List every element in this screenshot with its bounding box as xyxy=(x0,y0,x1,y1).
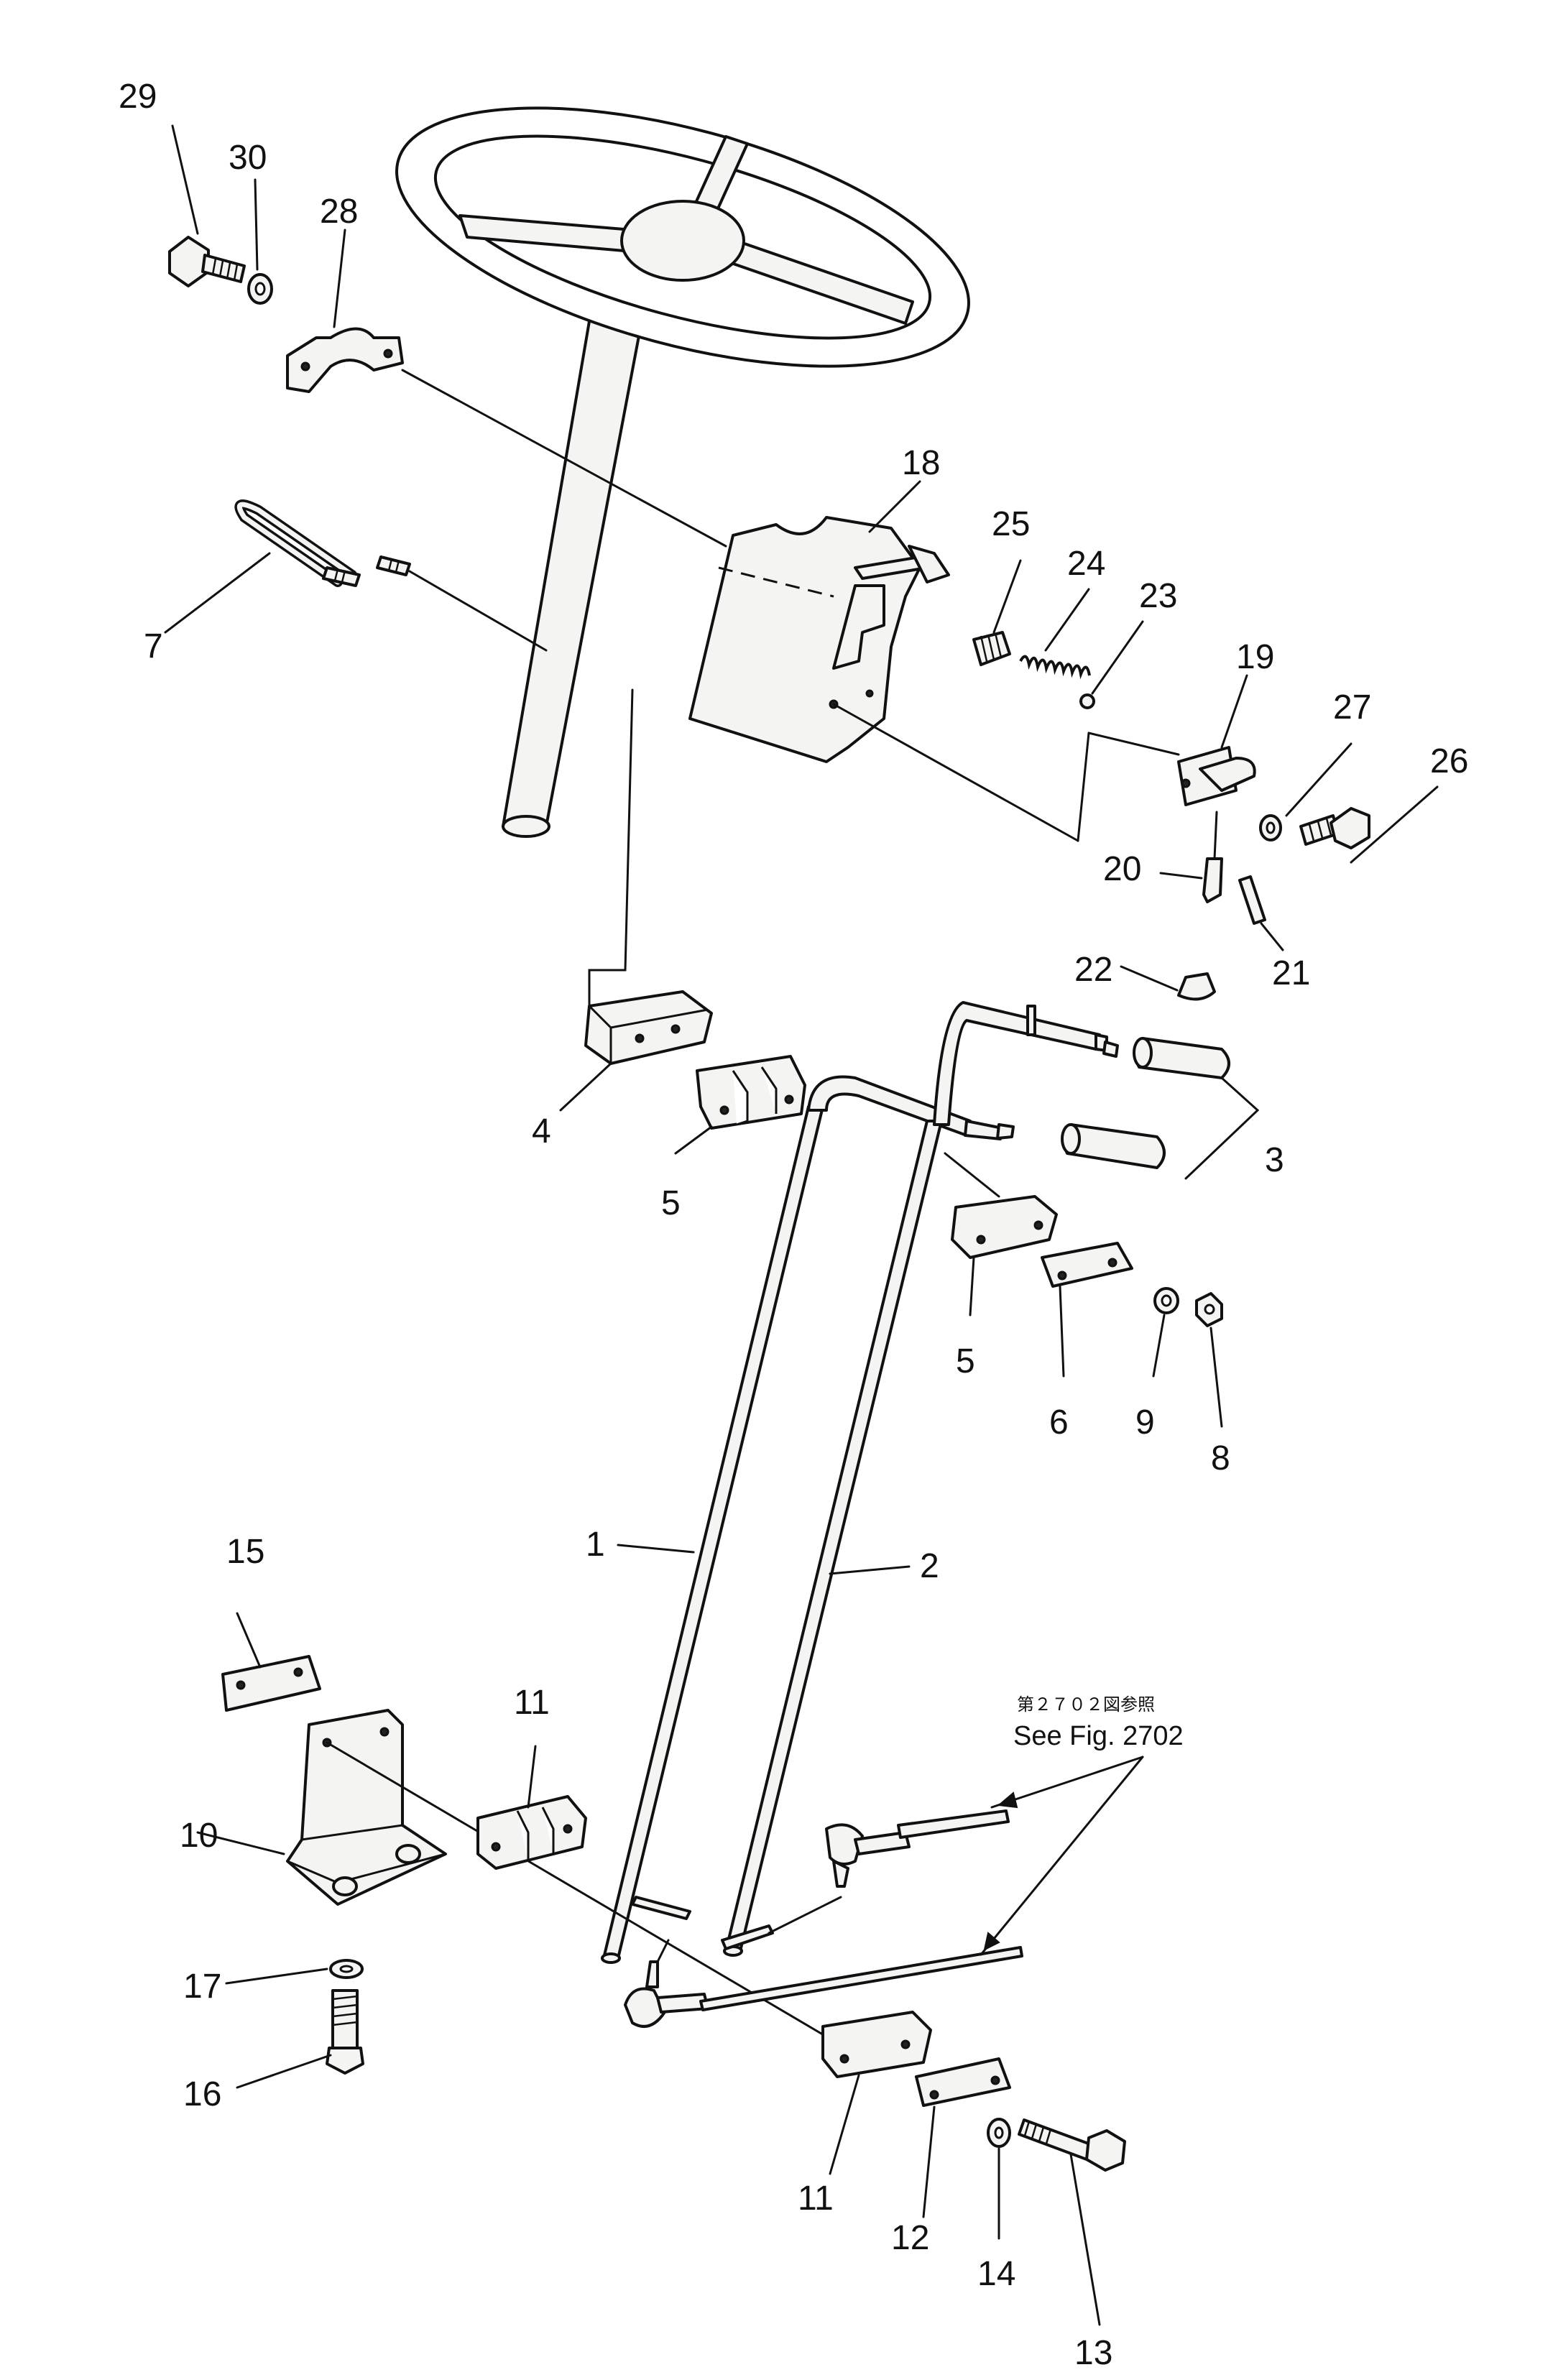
callout-3: 3 xyxy=(1265,1141,1284,1179)
leader-3 xyxy=(1184,1076,1260,1180)
callout-21: 21 xyxy=(1272,954,1310,992)
part-6-plate xyxy=(1041,1242,1133,1288)
callout-29: 29 xyxy=(119,78,157,116)
callout-4: 4 xyxy=(532,1112,551,1150)
callout-2: 2 xyxy=(920,1547,939,1585)
part-10-bracket xyxy=(286,1709,835,2042)
part-12-plate xyxy=(915,2057,1011,2107)
part-11-block-lower xyxy=(821,2011,932,2078)
callout-19: 19 xyxy=(1236,638,1274,676)
part-18-bracket xyxy=(688,516,1180,842)
callout-18: 18 xyxy=(902,444,940,482)
part-28-clamp xyxy=(286,327,404,393)
callout-28: 28 xyxy=(320,193,358,231)
part-26-bolt xyxy=(1299,807,1370,849)
ball-joint-right xyxy=(825,1809,1010,1888)
callout-15: 15 xyxy=(226,1533,264,1571)
callout-13: 13 xyxy=(1074,2334,1112,2372)
part-21-pin xyxy=(1238,875,1266,925)
part-8-nut xyxy=(1195,1292,1223,1327)
steering-wheel xyxy=(395,106,970,368)
reference-note-jp: 第２７０２図参照 xyxy=(1017,1694,1155,1715)
reference-arrows xyxy=(980,1756,1144,1956)
part-24-spring xyxy=(1019,655,1091,680)
lever-tabs xyxy=(631,1896,842,1950)
callout-numbers: 1 2 3 4 5 5 6 7 8 9 10 11 11 12 13 14 15… xyxy=(119,78,1468,2372)
part-19-lever xyxy=(1177,746,1256,806)
part-9-washer xyxy=(1153,1287,1179,1314)
part-11-block-left xyxy=(476,1795,587,1870)
part-20-pin xyxy=(1202,811,1223,903)
leader-28-to-bracket xyxy=(401,369,727,548)
part-27-washer xyxy=(1259,814,1282,841)
reference-note-en: See Fig. 2702 xyxy=(1013,1721,1184,1751)
part-1-lever-rod xyxy=(601,1075,1015,1964)
ball-joint-left xyxy=(624,1939,709,2028)
callout-1: 1 xyxy=(586,1526,605,1564)
callout-8: 8 xyxy=(1211,1439,1230,1477)
part-3-knob-lower xyxy=(1061,1123,1166,1169)
callout-26: 26 xyxy=(1430,742,1468,780)
callout-6: 6 xyxy=(1049,1403,1069,1442)
callout-7: 7 xyxy=(144,627,163,665)
callout-23: 23 xyxy=(1139,577,1177,615)
part-13-bolt xyxy=(1018,2118,1126,2172)
part-16-bolt xyxy=(326,1989,364,2075)
callout-leaders xyxy=(164,124,1439,2326)
part-5-block-upper xyxy=(696,1055,806,1130)
part-29-bolt xyxy=(168,236,246,287)
callout-14: 14 xyxy=(977,2255,1015,2293)
callout-12: 12 xyxy=(891,2219,929,2257)
callout-30: 30 xyxy=(229,139,267,177)
part-15-plate xyxy=(221,1655,321,1712)
callout-24: 24 xyxy=(1067,545,1105,583)
callout-11-lower: 11 xyxy=(798,2180,834,2218)
callout-16: 16 xyxy=(183,2075,221,2113)
callout-20: 20 xyxy=(1103,850,1141,888)
callout-9: 9 xyxy=(1135,1403,1155,1442)
callout-25: 25 xyxy=(992,505,1030,543)
part-3-knob-upper xyxy=(1133,1037,1230,1079)
part-14-washer xyxy=(987,2118,1011,2148)
linkage-rod xyxy=(699,1946,1023,2011)
part-30-washer xyxy=(247,273,273,305)
part-4-block xyxy=(584,688,713,1065)
part-17-washer xyxy=(329,1959,364,1979)
callout-11-left: 11 xyxy=(514,1684,550,1722)
callout-22: 22 xyxy=(1074,951,1112,989)
callout-10: 10 xyxy=(180,1817,218,1855)
part-2-lever-rod xyxy=(723,1001,1119,1957)
callout-27: 27 xyxy=(1333,688,1371,727)
reference-note: 第２７０２図参照 See Fig. 2702 xyxy=(1013,1694,1184,1751)
callout-5-right: 5 xyxy=(956,1342,975,1380)
part-22-knob xyxy=(1177,972,1216,1001)
part-23-ball xyxy=(1079,693,1095,709)
part-5-block-right xyxy=(944,1152,1058,1259)
callout-17: 17 xyxy=(183,1968,221,2006)
part-7-u-bolt xyxy=(234,499,548,652)
part-25-plug xyxy=(972,631,1011,666)
callout-5-upper: 5 xyxy=(661,1184,681,1222)
